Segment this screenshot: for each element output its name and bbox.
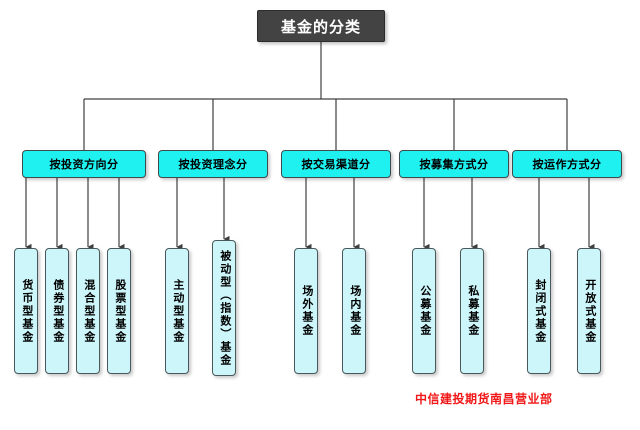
leaf-label: 主动型基金 (171, 278, 184, 344)
leaf-label: 被动型（指数）基金 (218, 249, 231, 367)
category-node-4[interactable]: 按募集方式分 (399, 150, 509, 178)
leaf-node-1-1[interactable]: 货币型基金 (14, 248, 38, 374)
leaf-node-4-2[interactable]: 私募基金 (460, 248, 484, 374)
leaf-label: 场内基金 (348, 285, 361, 337)
leaf-node-4-1[interactable]: 公募基金 (412, 248, 436, 374)
leaf-node-1-4[interactable]: 股票型基金 (107, 248, 131, 374)
leaf-label: 混合型基金 (82, 278, 95, 344)
leaf-node-1-2[interactable]: 债券型基金 (45, 248, 69, 374)
leaf-label: 股票型基金 (113, 278, 126, 344)
category-node-1[interactable]: 按投资方向分 (22, 150, 146, 178)
leaf-node-3-2[interactable]: 场内基金 (342, 248, 366, 374)
leaf-node-1-3[interactable]: 混合型基金 (76, 248, 100, 374)
leaf-label: 债券型基金 (51, 278, 64, 344)
leaf-node-3-1[interactable]: 场外基金 (294, 248, 318, 374)
leaf-label: 公募基金 (418, 285, 431, 337)
leaf-node-5-2[interactable]: 开放式基金 (577, 248, 601, 374)
leaf-label: 货币型基金 (20, 278, 33, 344)
leaf-label: 场外基金 (300, 285, 313, 337)
category-node-2[interactable]: 按投资理念分 (158, 150, 268, 178)
leaf-node-5-1[interactable]: 封闭式基金 (527, 248, 551, 374)
leaf-label: 私募基金 (466, 285, 479, 337)
root-node-basis-classification[interactable]: 基金的分类 (257, 10, 385, 42)
category-node-5[interactable]: 按运作方式分 (512, 150, 622, 178)
watermark-text: 中信建投期货南昌营业部 (415, 392, 553, 406)
category-node-3[interactable]: 按交易渠道分 (281, 150, 391, 178)
leaf-node-2-2[interactable]: 被动型（指数）基金 (212, 240, 236, 376)
leaf-label: 开放式基金 (583, 278, 596, 344)
leaf-node-2-1[interactable]: 主动型基金 (165, 248, 189, 374)
leaf-label: 封闭式基金 (533, 278, 546, 344)
